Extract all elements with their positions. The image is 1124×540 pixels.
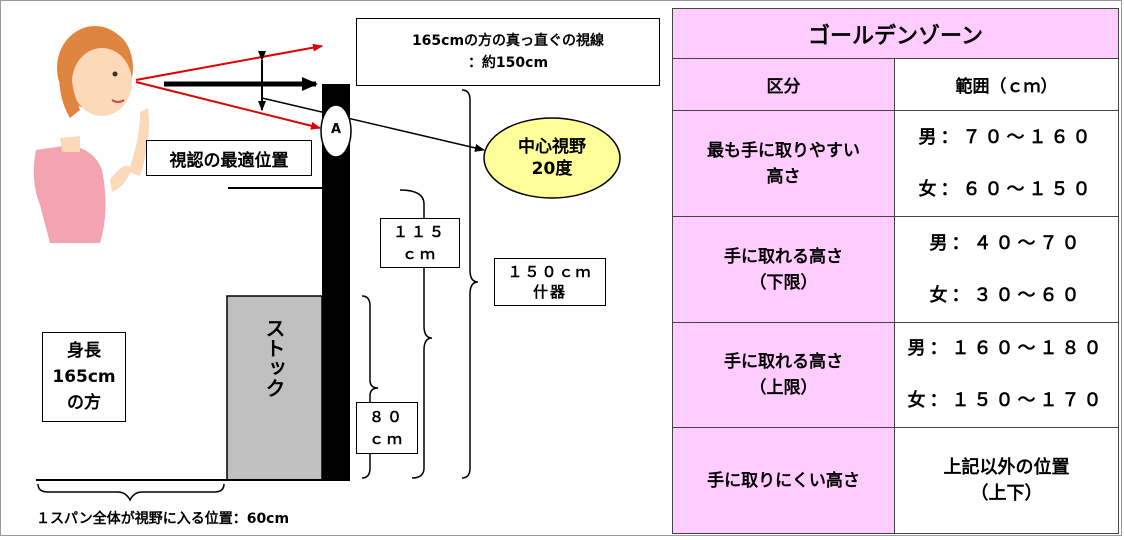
header-category: 区分 — [672, 58, 895, 111]
table-title: ゴールデンゾーン — [672, 8, 1119, 59]
dim-115cm-label: １１５ ｃｍ — [380, 218, 460, 268]
dim-80cm-label: ８０ ｃｍ — [356, 402, 418, 454]
row-category: 手に取れる高さ （下限） — [672, 216, 895, 323]
table-row: 最も手に取りやすい 高さ 男：７０〜１６０ 女：６０〜１５０ — [672, 110, 1119, 217]
range-female: 女：１５０〜１７０ — [907, 390, 1106, 411]
shelf-diagram — [33, 26, 621, 502]
row-range: 男：４０〜７０ 女：３０〜６０ — [894, 216, 1119, 323]
sightline-upper — [135, 43, 323, 81]
point-a-label: A — [330, 122, 342, 137]
range-female: 女：３０〜６０ — [929, 284, 1084, 306]
row-category: 手に取れる高さ （上限） — [672, 322, 895, 428]
row-range: 男：７０〜１６０ 女：６０〜１５０ — [894, 110, 1119, 217]
sightline-label: 165cmの方の真っ直ぐの視線 ：約150cm — [356, 18, 660, 86]
brace-span-60cm — [37, 483, 225, 502]
person-illustration — [33, 26, 149, 243]
row-category: 最も手に取りやすい 高さ — [672, 110, 895, 217]
central-vision-label: 中心視野 20度 — [518, 137, 586, 179]
point-a-marker — [320, 104, 352, 158]
stock-label: ストック — [262, 318, 286, 398]
sightline-lower — [135, 81, 321, 130]
central-vision-ellipse — [483, 117, 621, 199]
golden-zone-table: ゴールデンゾーン 区分 範囲（ｃｍ） 最も手に取りやすい 高さ 男：７０〜１６０… — [672, 8, 1119, 534]
header-range: 範囲（ｃｍ） — [894, 58, 1119, 111]
row-range: 男：１６０〜１８０ 女：１５０〜１７０ — [894, 322, 1119, 428]
central-vision-pointer — [261, 97, 485, 152]
brace-150cm — [461, 89, 479, 479]
dim-150cm-label: １５０ｃｍ 什器 — [494, 258, 606, 306]
table-row: 手に取れる高さ （上限） 男：１６０〜１８０ 女：１５０〜１７０ — [672, 322, 1119, 428]
person-height-label: 身長 165cm の方 — [42, 332, 126, 422]
range-male: 男：１６０〜１８０ — [907, 338, 1106, 359]
span-60cm-label: １スパン全体が視野に入る位置：60cm — [36, 511, 290, 527]
table-row: 手に取りにくい高さ 上記以外の位置 （上下） — [672, 427, 1119, 534]
range-male: 男：４０〜７０ — [929, 232, 1084, 254]
table-row: 手に取れる高さ （下限） 男：４０〜７０ 女：３０〜６０ — [672, 216, 1119, 323]
row-range: 上記以外の位置 （上下） — [894, 427, 1119, 534]
brace-80cm — [361, 295, 379, 479]
brace-115cm — [399, 189, 433, 479]
range-female: 女：６０〜１５０ — [918, 178, 1095, 200]
range-male: 男：７０〜１６０ — [918, 126, 1095, 148]
optimal-position-label: 視認の最適位置 — [146, 140, 312, 176]
stock-area — [226, 295, 323, 481]
row-category: 手に取りにくい高さ — [672, 427, 895, 534]
